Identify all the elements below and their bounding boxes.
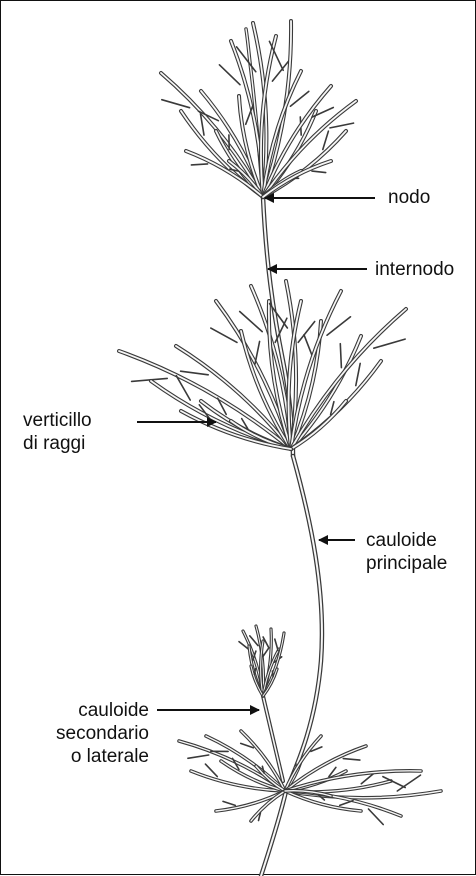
label-nodo: nodo [388,186,430,209]
label-cauloide-principale-line2: principale [366,552,447,575]
label-cauloide-secondario-line3: o laterale [45,745,149,768]
label-verticillo-line1: verticillo [23,409,92,432]
annotation-arrows [137,198,375,710]
label-cauloide-secondario-line2: secondario [45,722,149,745]
label-cauloide-secondario-line1: cauloide [45,699,149,722]
label-internodo: internodo [375,258,454,281]
label-verticillo-line2: di raggi [23,432,85,455]
label-cauloide-principale-line1: cauloide [366,529,437,552]
